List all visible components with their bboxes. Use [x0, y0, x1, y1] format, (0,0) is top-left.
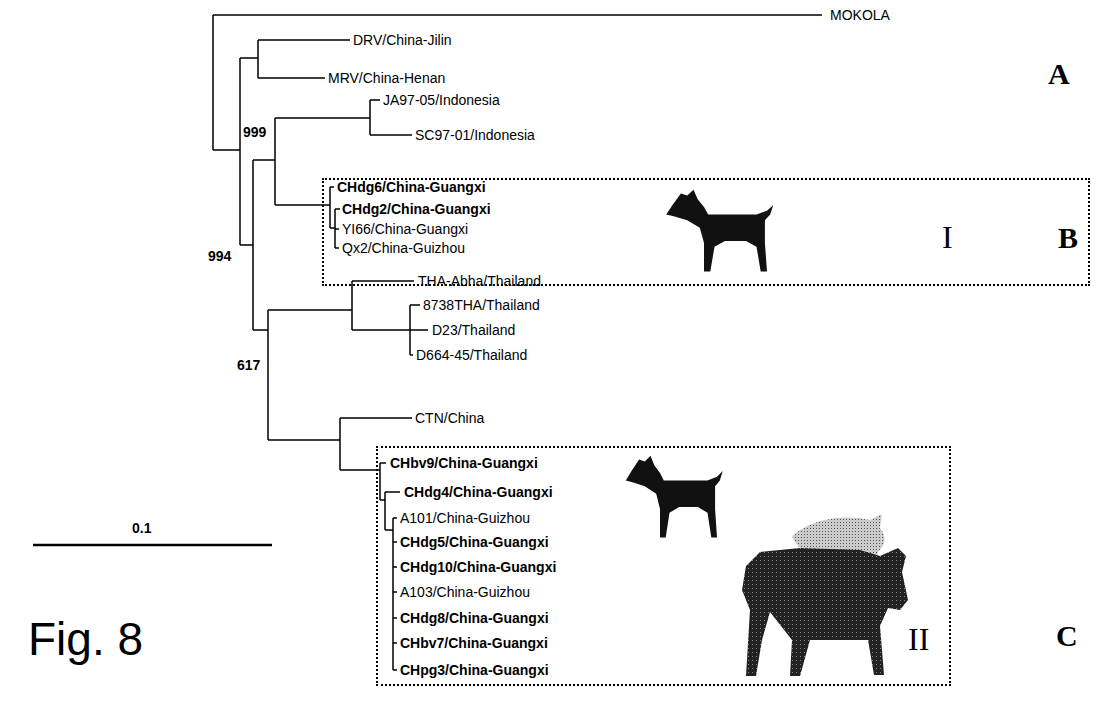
strain-name: MOKOLA	[830, 7, 890, 23]
group-letter: C	[1056, 620, 1078, 652]
bootstrap-value: 999	[243, 124, 266, 140]
strain-name: CHdg10/China-Guangxi	[400, 559, 556, 575]
strain-name: CHbv9/China-Guangxi	[390, 455, 538, 471]
strain-name: 8738THA/Thailand	[423, 297, 540, 313]
strain-name: CTN/China	[415, 410, 484, 426]
group-numeral: II	[908, 622, 929, 656]
strain-name: CHbv7/China-Guangxi	[400, 635, 548, 651]
strain-name: JA97-05/Indonesia	[383, 92, 500, 108]
strain-name: THA-Abha/Thailand	[418, 273, 541, 289]
group-letter: A	[1048, 58, 1070, 90]
strain-name: SC97-01/Indonesia	[415, 127, 535, 143]
strain-name: CHdg2/China-Guangxi	[342, 201, 491, 217]
bootstrap-value: 994	[208, 248, 231, 264]
strain-name: CHdg8/China-Guangxi	[400, 610, 549, 626]
strain-name: MRV/China-Henan	[328, 70, 445, 86]
strain-name: YI66/China-Guangxi	[342, 221, 468, 237]
strain-name: D23/Thailand	[432, 322, 515, 338]
strain-name: DRV/China-Jilin	[353, 32, 452, 48]
strain-name: CHdg4/China-Guangxi	[404, 484, 553, 500]
strain-name: CHdg6/China-Guangxi	[337, 179, 486, 195]
strain-name: A101/China-Guizhou	[400, 510, 530, 526]
figure-caption: Fig. 8	[28, 614, 143, 664]
strain-name: CHpg3/China-Guangxi	[400, 662, 549, 678]
strain-name: D664-45/Thailand	[416, 347, 527, 363]
scale-value: 0.1	[132, 520, 151, 536]
strain-name: CHdg5/China-Guangxi	[400, 534, 549, 550]
group-numeral: I	[942, 220, 953, 254]
group-letter: B	[1058, 222, 1078, 254]
strain-name: Qx2/China-Guizhou	[342, 240, 465, 256]
strain-name: A103/China-Guizhou	[400, 584, 530, 600]
bootstrap-value: 617	[237, 357, 260, 373]
